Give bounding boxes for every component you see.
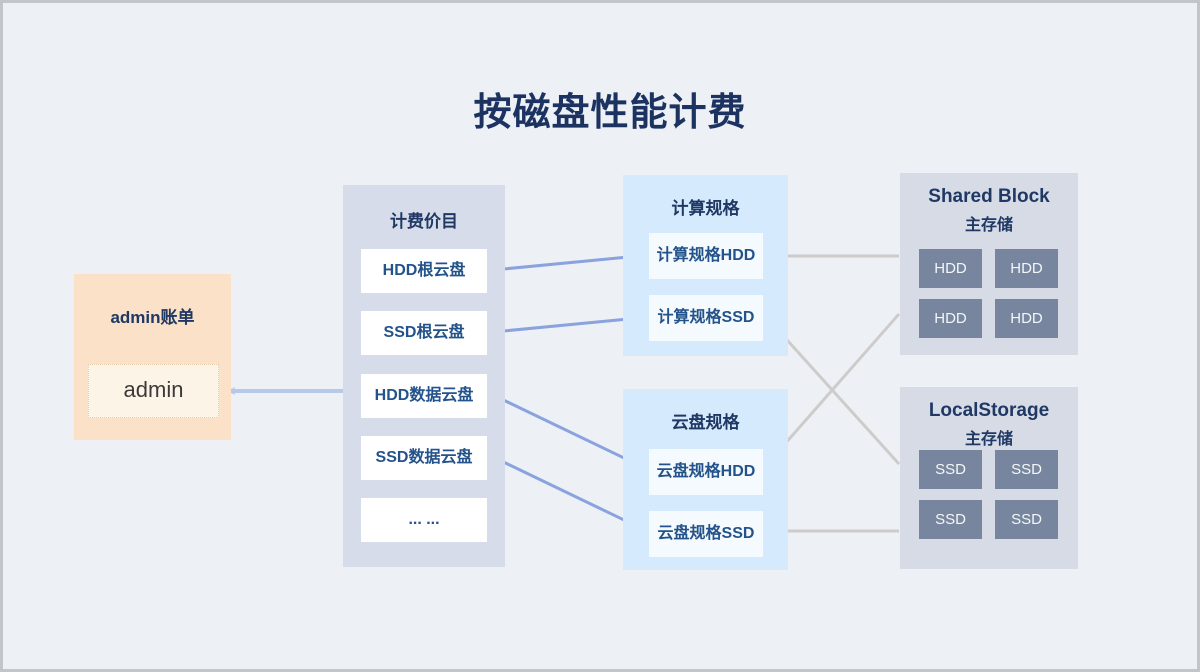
billing-item-ellipsis: ... ...: [361, 498, 487, 542]
hdd-cell: HDD: [995, 299, 1058, 338]
compute-spec-hdd-item: 计算规格HDD: [649, 233, 763, 279]
billing-item-hdd-data-disk: HDD数据云盘: [361, 374, 487, 418]
hdd-cell: HDD: [919, 299, 982, 338]
disk-spec-box: 云盘规格 云盘规格HDD 云盘规格SSD: [623, 389, 788, 570]
ssd-cell: SSD: [995, 500, 1058, 539]
ssd-cell: SSD: [919, 500, 982, 539]
local-storage-title: LocalStorage: [928, 400, 1050, 421]
admin-bill-title: admin账单: [110, 308, 195, 327]
shared-block-subtitle: 主存储: [964, 217, 1013, 234]
admin-account-item: admin: [88, 364, 219, 418]
local-storage-cell-grid: SSD SSD SSD SSD: [919, 450, 1058, 539]
arrow-localstorage-to-compute-ssd: [767, 318, 901, 466]
disk-spec-ssd-item: 云盘规格SSD: [649, 511, 763, 557]
ssd-cell: SSD: [995, 450, 1058, 489]
shared-block-title: Shared Block: [928, 186, 1050, 207]
ssd-cell: SSD: [919, 450, 982, 489]
hdd-cell: HDD: [995, 249, 1058, 288]
page-title: 按磁盘性能计费: [473, 92, 747, 134]
disk-spec-hdd-item: 云盘规格HDD: [649, 449, 763, 495]
compute-spec-box: 计算规格 计算规格HDD 计算规格SSD: [623, 175, 788, 356]
compute-spec-title: 计算规格: [671, 199, 740, 218]
local-storage-box: LocalStorage 主存储 SSD SSD SSD SSD: [900, 387, 1078, 569]
arrow-sharedblock-to-disk-hdd: [767, 313, 901, 463]
admin-bill-box: admin账单 admin: [74, 274, 231, 440]
disk-spec-title: 云盘规格: [671, 413, 740, 432]
billing-price-title: 计费价目: [390, 212, 458, 231]
shared-block-storage-box: Shared Block 主存储 HDD HDD HDD HDD: [900, 173, 1078, 355]
billing-item-ssd-data-disk: SSD数据云盘: [361, 436, 487, 480]
billing-item-ssd-root-disk: SSD根云盘: [361, 311, 487, 355]
billing-price-box: 计费价目 HDD根云盘 SSD根云盘 HDD数据云盘 SSD数据云盘 ... .…: [343, 185, 505, 567]
compute-spec-ssd-item: 计算规格SSD: [649, 295, 763, 341]
shared-block-cell-grid: HDD HDD HDD HDD: [919, 249, 1058, 338]
local-storage-subtitle: 主存储: [964, 431, 1013, 448]
hdd-cell: HDD: [919, 249, 982, 288]
billing-item-hdd-root-disk: HDD根云盘: [361, 249, 487, 293]
